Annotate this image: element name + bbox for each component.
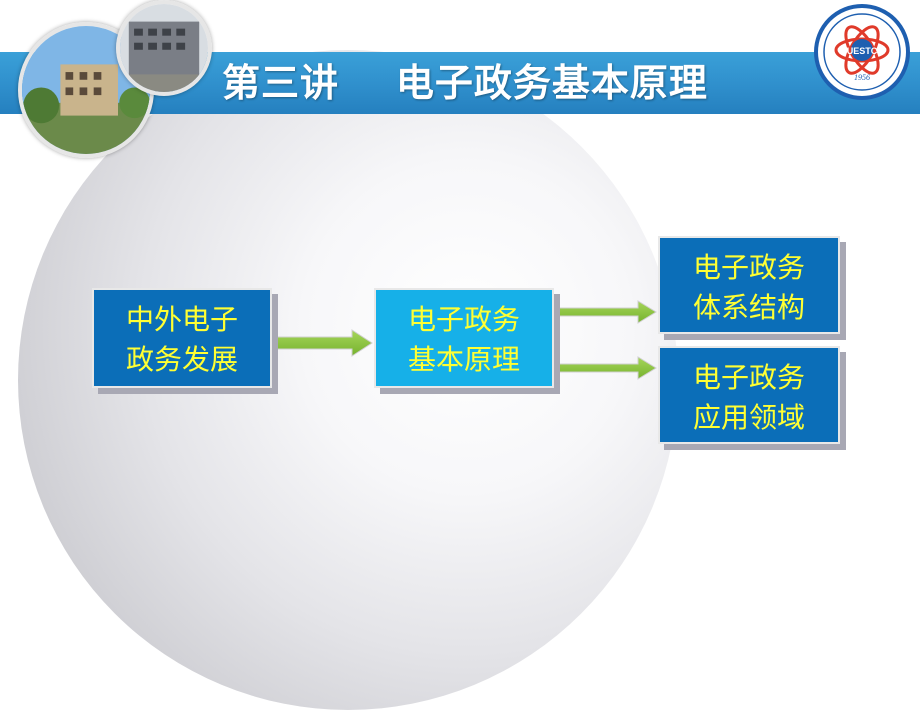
box3-line1: 电子政务 <box>692 251 805 284</box>
slide-title: 第三讲 电子政务基本原理 <box>222 61 708 105</box>
box1-line1: 中外电子 <box>125 303 238 336</box>
box1-line2: 政务发展 <box>125 343 238 376</box>
box3-line2: 体系结构 <box>692 291 805 324</box>
box-egov-architecture: 电子政务 体系结构 <box>658 236 840 334</box>
box-egov-application-areas: 电子政务 应用领域 <box>658 346 840 444</box>
box-egov-basic-principles: 电子政务 基本原理 <box>374 288 554 388</box>
logo-year: 1956 <box>854 73 870 82</box>
logo-text: UESTC <box>847 46 878 56</box>
box4-line2: 应用领域 <box>692 401 805 434</box>
box2-line2: 基本原理 <box>407 343 520 376</box>
box4-line1: 电子政务 <box>692 361 805 394</box>
box-global-egov-development: 中外电子 政务发展 <box>92 288 272 388</box>
box2-line1: 电子政务 <box>407 303 520 336</box>
campus-photo-icon <box>116 0 212 96</box>
university-logo-icon: UESTC 1956 <box>812 2 912 102</box>
